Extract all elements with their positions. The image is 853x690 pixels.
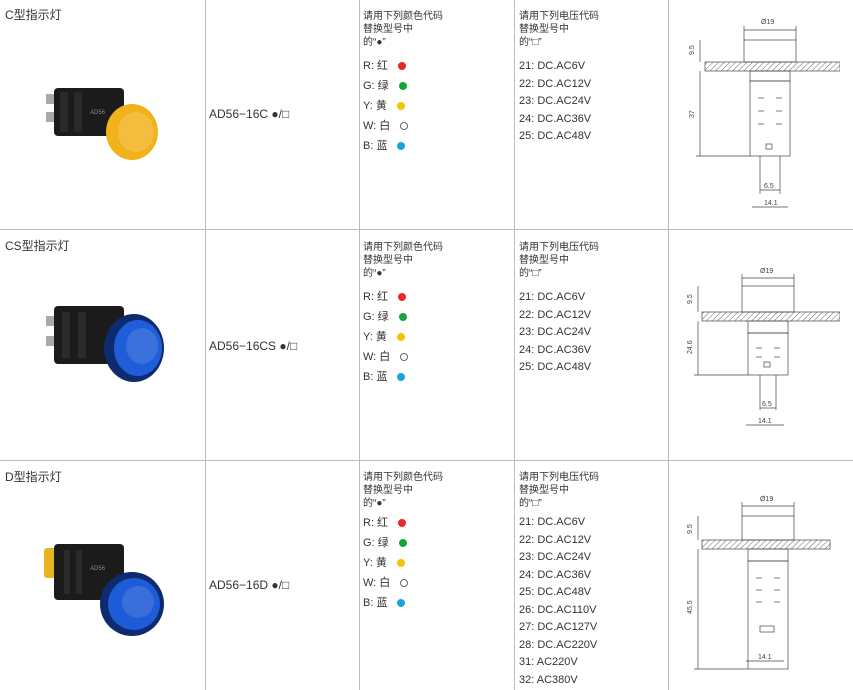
column-divider	[514, 0, 515, 690]
voltage-code-header: 请用下列电压代码 替换型号中 的“□”	[519, 11, 599, 48]
blue-dot-icon	[397, 142, 406, 150]
voltage-code-list: 21: DC.AC6V 22: DC.AC12V 23: DC.AC24V 24…	[519, 291, 592, 373]
dimension-drawing: Ø19 9.5 45.5 14.1	[687, 496, 831, 670]
row-divider	[0, 460, 853, 461]
color-code-item: G: 绿	[363, 76, 408, 96]
white-dot-icon	[400, 353, 409, 361]
color-code-item: B: 蓝	[363, 367, 408, 387]
color-code-item: W: 白	[363, 116, 409, 136]
dimension-drawing: Ø19 9.5 37 6.5 14.1	[689, 19, 840, 208]
lamp-lens	[106, 104, 158, 160]
green-dot-icon	[398, 82, 407, 90]
model-number: AD56−16CS ●/□	[209, 339, 298, 353]
blue-dot-icon	[397, 373, 406, 381]
color-code-header: 请用下列颜色代码 替换型号中 的“●”	[363, 472, 443, 509]
model-number: AD56−16D ●/□	[209, 578, 290, 592]
color-code-list: R: 红 G: 绿 Y: 黄 W: 白 B: 蓝	[363, 513, 409, 613]
svg-text:14.1: 14.1	[764, 200, 778, 207]
svg-text:9.5: 9.5	[687, 294, 694, 304]
svg-text:45.5: 45.5	[687, 600, 694, 614]
svg-text:Ø19: Ø19	[761, 19, 774, 26]
model-number: AD56−16C ●/□	[209, 107, 290, 121]
indicator-lamp-photo: AD56	[46, 88, 158, 160]
svg-text:Ø19: Ø19	[760, 496, 773, 503]
color-code-list: R: 红 G: 绿 Y: 黄 W: 白 B: 蓝	[363, 56, 409, 156]
yellow-dot-icon	[396, 102, 405, 110]
green-dot-icon	[398, 313, 407, 321]
row-title: D型指示灯	[5, 470, 62, 484]
voltage-code-header: 请用下列电压代码 替换型号中 的“□”	[519, 472, 599, 509]
svg-text:AD56: AD56	[90, 110, 106, 116]
color-code-item: R: 红	[363, 513, 408, 533]
dimension-drawing: Ø19 9.5 24.6 6.5 14.1	[687, 268, 840, 426]
svg-text:6.5: 6.5	[764, 183, 774, 190]
blue-dot-icon	[397, 599, 406, 607]
column-divider	[668, 0, 669, 690]
lamp-lens	[114, 320, 162, 376]
svg-text:6.5: 6.5	[762, 401, 772, 408]
color-code-item: R: 红	[363, 56, 408, 76]
color-code-item: G: 绿	[363, 533, 408, 553]
color-code-item: Y: 黄	[363, 327, 408, 347]
row-title: C型指示灯	[5, 8, 62, 22]
svg-text:14.1: 14.1	[758, 418, 772, 425]
row-title: CS型指示灯	[5, 239, 70, 253]
color-code-item: G: 绿	[363, 307, 408, 327]
red-dot-icon	[398, 519, 407, 527]
lamp-lens	[108, 578, 160, 630]
svg-text:24.6: 24.6	[687, 340, 694, 354]
green-dot-icon	[398, 539, 407, 547]
color-code-header: 请用下列颜色代码 替换型号中 的“●”	[363, 242, 443, 279]
white-dot-icon	[400, 122, 409, 130]
red-dot-icon	[398, 293, 407, 301]
voltage-code-list: 21: DC.AC6V 22: DC.AC12V 23: DC.AC24V 24…	[519, 516, 598, 686]
color-code-item: Y: 黄	[363, 553, 408, 573]
color-code-header: 请用下列颜色代码 替换型号中 的“●”	[363, 11, 443, 48]
color-code-list: R: 红 G: 绿 Y: 黄 W: 白 B: 蓝	[363, 287, 409, 387]
svg-text:14.1: 14.1	[758, 654, 772, 661]
color-code-item: W: 白	[363, 347, 409, 367]
voltage-code-list: 21: DC.AC6V 22: DC.AC12V 23: DC.AC24V 24…	[519, 60, 592, 142]
color-code-item: B: 蓝	[363, 136, 408, 156]
color-code-item: R: 红	[363, 287, 408, 307]
indicator-lamp-photo	[46, 306, 164, 382]
row-divider	[0, 229, 853, 230]
svg-text:9.5: 9.5	[689, 45, 696, 55]
yellow-dot-icon	[396, 333, 405, 341]
voltage-code-header: 请用下列电压代码 替换型号中 的“□”	[519, 242, 599, 279]
svg-text:AD56: AD56	[90, 566, 106, 572]
svg-text:Ø19: Ø19	[760, 268, 773, 275]
column-divider	[205, 0, 206, 690]
svg-text:37: 37	[689, 110, 696, 118]
column-divider	[359, 0, 360, 690]
indicator-lamp-photo: AD56	[44, 544, 164, 636]
red-dot-icon	[398, 62, 407, 70]
white-dot-icon	[400, 579, 409, 587]
color-code-item: W: 白	[363, 573, 409, 593]
svg-text:9.5: 9.5	[687, 524, 694, 534]
color-code-item: B: 蓝	[363, 593, 408, 613]
yellow-dot-icon	[396, 559, 405, 567]
color-code-item: Y: 黄	[363, 96, 408, 116]
